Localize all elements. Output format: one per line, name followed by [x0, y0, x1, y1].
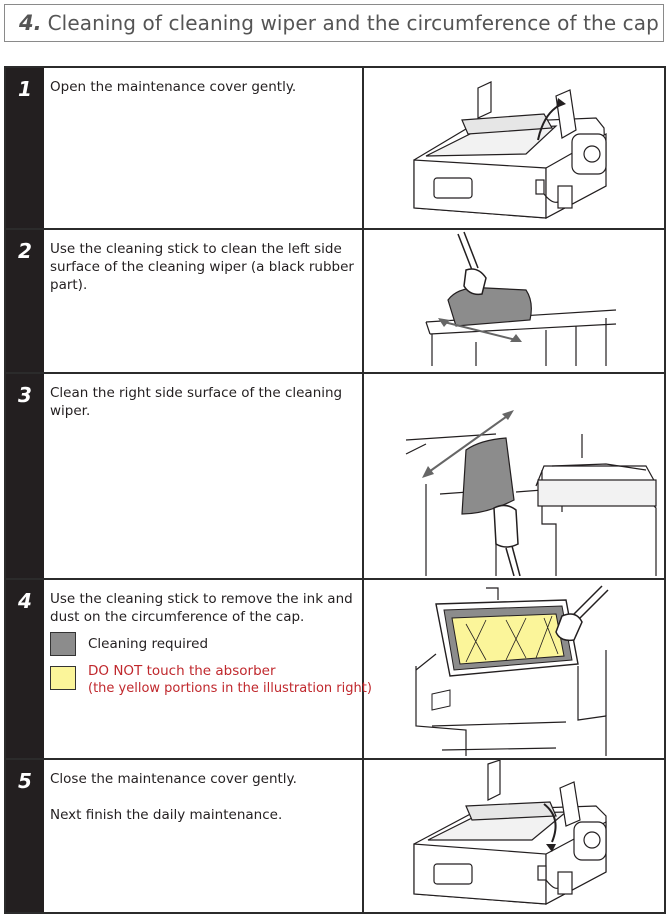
step-illustration	[366, 68, 664, 228]
step-text-cell: Use the cleaning stick to remove the ink…	[44, 580, 372, 758]
step-text-cell: Open the maintenance cover gently.	[44, 68, 364, 228]
wiper-left-clean-illustration	[425, 231, 617, 366]
step-number-bar: 2	[6, 230, 44, 372]
row-divider	[6, 372, 664, 374]
warning-line-1: DO NOT touch the absorber	[88, 663, 276, 679]
step-number: 2	[18, 239, 32, 263]
step-illustration	[366, 230, 664, 372]
step-text-cell: Use the cleaning stick to clean the left…	[44, 230, 364, 372]
procedure-table: 1 Open the maintenance cover gently.	[4, 66, 666, 914]
yellow-swatch	[50, 666, 76, 690]
step-row-4: 4 Use the cleaning stick to remove the i…	[6, 580, 664, 758]
step-instruction: Use the cleaning stick to remove the ink…	[50, 591, 353, 625]
cap-clean-illustration	[415, 585, 609, 756]
step-row-3: 3 Clean the right side surface of the cl…	[6, 374, 664, 578]
step-instruction: Close the maintenance cover gently.	[50, 771, 297, 787]
step-number-bar: 5	[6, 760, 44, 912]
step-illustration	[366, 374, 664, 578]
row-divider	[6, 578, 664, 580]
printer-close-cover-illustration	[413, 760, 607, 905]
step-row-5: 5 Close the maintenance cover gently. Ne…	[6, 760, 664, 912]
step-number-bar: 3	[6, 374, 44, 578]
gray-swatch	[50, 632, 76, 656]
legend-item-absorber: DO NOT touch the absorber (the yellow po…	[50, 662, 372, 698]
printer-open-cover-illustration	[413, 81, 607, 219]
section-title-bar: 4. Cleaning of cleaning wiper and the ci…	[4, 4, 664, 42]
step-instruction: Use the cleaning stick to clean the left…	[50, 241, 354, 293]
step-illustration	[366, 760, 664, 912]
step-row-2: 2 Use the cleaning stick to clean the le…	[6, 230, 664, 372]
step-row-1: 1 Open the maintenance cover gently.	[6, 68, 664, 228]
step-instruction: Clean the right side surface of the clea…	[50, 385, 343, 419]
step-number-bar: 1	[6, 68, 44, 228]
legend-label: Cleaning required	[88, 636, 209, 652]
step-number: 5	[18, 769, 32, 793]
legend-item-cleaning: Cleaning required	[50, 632, 358, 656]
absorber-warning: DO NOT touch the absorber (the yellow po…	[88, 662, 372, 698]
row-divider	[6, 758, 664, 760]
step-instruction-followup: Next finish the daily maintenance.	[50, 807, 283, 823]
wiper-right-clean-illustration	[405, 410, 657, 576]
step-number-bar: 4	[6, 580, 44, 758]
step-number: 4	[18, 589, 32, 613]
step-number: 1	[18, 77, 32, 101]
step-text-cell: Close the maintenance cover gently. Next…	[44, 760, 364, 912]
section-number: 4.	[19, 11, 42, 35]
step-instruction: Open the maintenance cover gently.	[50, 79, 297, 95]
step-illustration	[366, 580, 664, 758]
step-number: 3	[18, 383, 32, 407]
section-title: Cleaning of cleaning wiper and the circu…	[47, 11, 659, 35]
row-divider	[6, 228, 664, 230]
step-text-cell: Clean the right side surface of the clea…	[44, 374, 364, 578]
warning-line-2: (the yellow portions in the illustration…	[88, 681, 372, 696]
